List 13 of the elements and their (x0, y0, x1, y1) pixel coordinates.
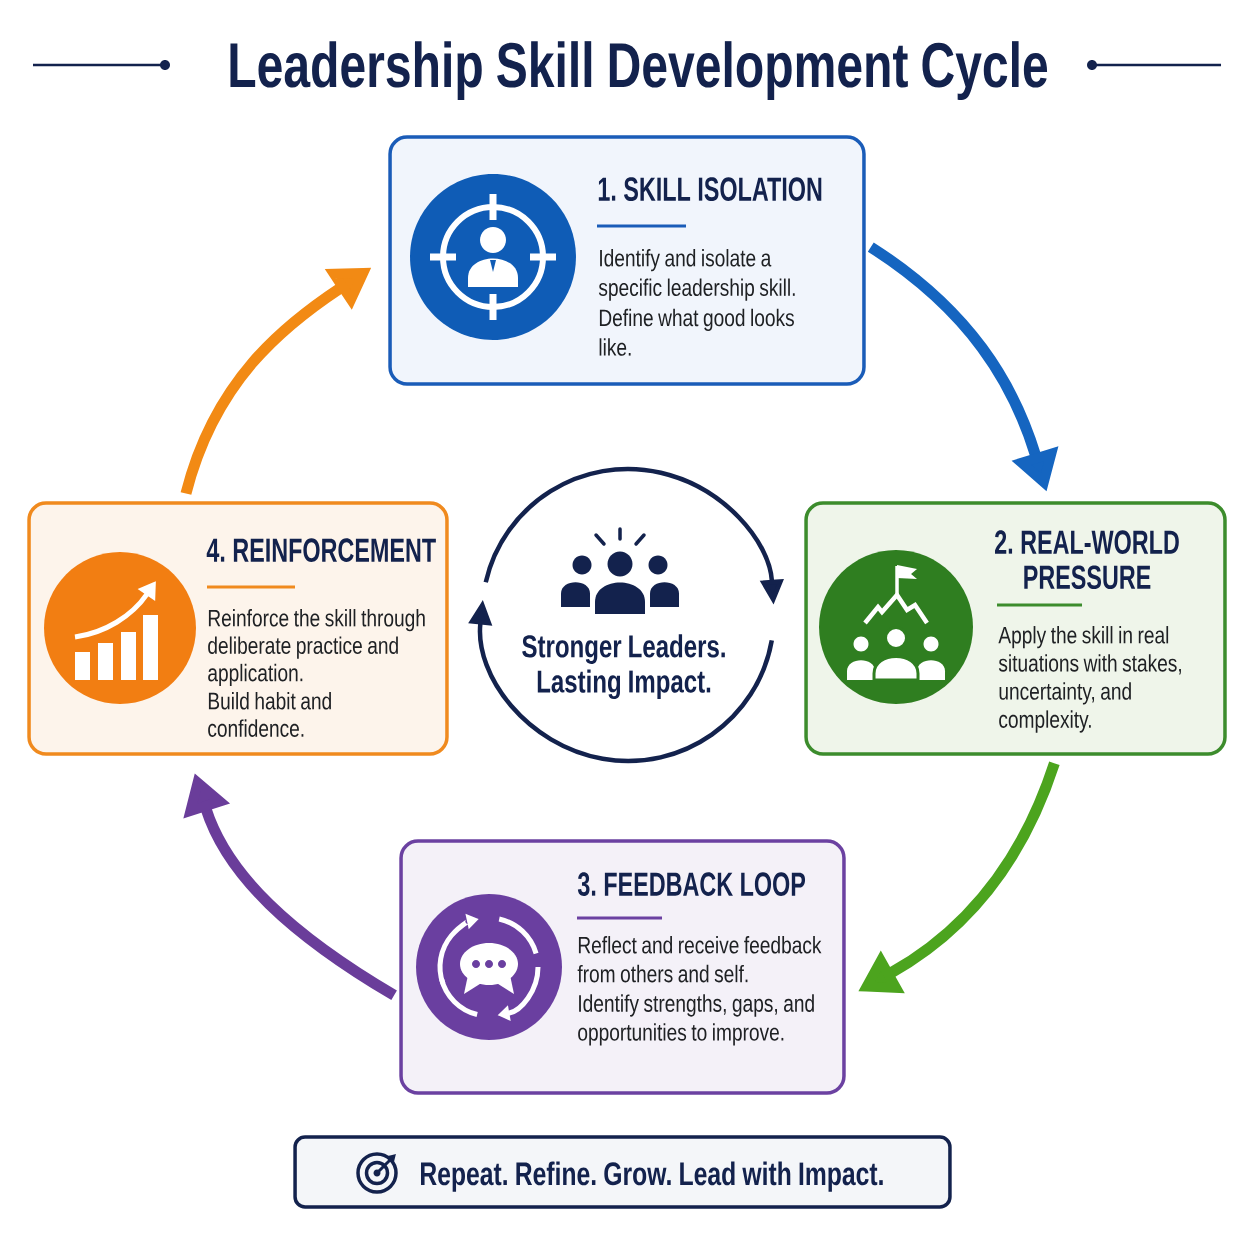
step-heading: 3. FEEDBACK LOOP (577, 872, 806, 897)
step-description: Apply the skill in real situations with stakes, uncertainty, and complexity. (998, 626, 1181, 733)
step-description: Reinforce the skill through deliberate practice and application. (208, 609, 425, 687)
title: Leadership Skill Development Cycle (230, 41, 1048, 101)
step-description: Define what good looks like. (599, 308, 794, 356)
step-heading: 2. REAL-WORLD PRESSURE (995, 530, 1179, 590)
step-description: Reflect and receive feedback from others and self. (577, 936, 822, 983)
slogan-banner: Repeat. Refine. Grow. Lead with Impact. (293, 1135, 952, 1209)
step-description: Build habit and confidence. (208, 691, 331, 737)
step-heading: 1. SKILL ISOLATION (598, 177, 822, 201)
step-heading: 4. REINFORCEMENT (206, 538, 436, 562)
step-description: Identify and isolate a specific leadership skill. (598, 249, 795, 301)
step-description: Identify strengths, gaps, and opportunities to improve. (578, 994, 814, 1046)
